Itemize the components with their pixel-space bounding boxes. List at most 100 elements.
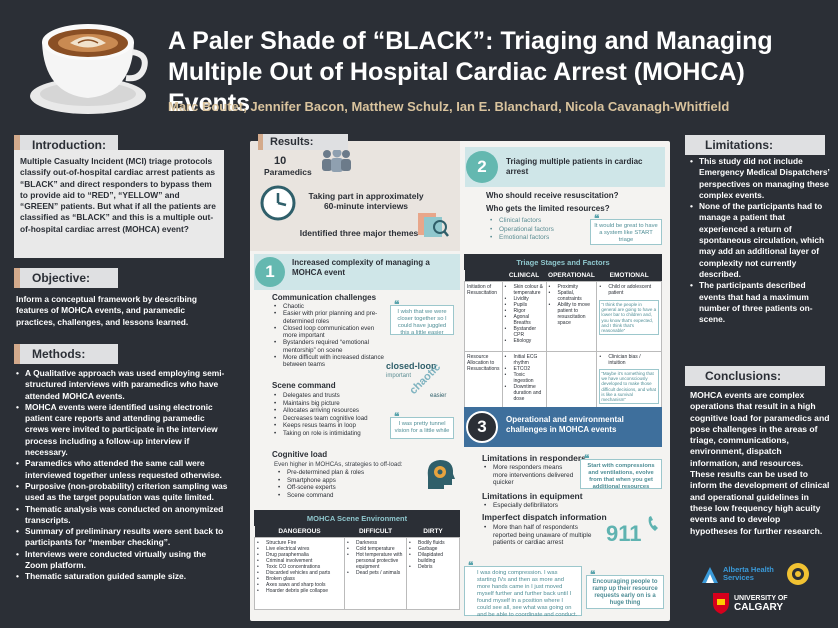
- environment-item: Discarded vehicles and parts: [257, 570, 342, 576]
- environment-item: Hoarder debris pile collapse: [257, 588, 342, 594]
- communication-heading: Communication challenges: [272, 293, 377, 302]
- limitations-list: This study did not include Emergency Med…: [690, 156, 830, 325]
- triage-table: CLINICAL OPERATIONAL EMOTIONAL Initiatio…: [464, 270, 662, 412]
- triage-col-header: CLINICAL: [502, 270, 547, 282]
- scene-command-item: Maintains big picture: [274, 400, 389, 408]
- clock-icon: [260, 185, 296, 221]
- paramedics-count: 10: [274, 155, 287, 167]
- triage-table-title: Triage Stages and Factors: [464, 254, 662, 270]
- objective-text: Inform a conceptual framework by describ…: [16, 294, 198, 327]
- triage-item: Spatial, constraints: [549, 290, 595, 302]
- triage-row-label: Initiation of Resuscitation: [464, 281, 503, 352]
- quote-text: Start with compressions and ventilations…: [587, 463, 655, 490]
- communication-item: Closed loop communication even more impo…: [274, 325, 386, 340]
- cognitive-load-intro: Even higher in MOHCAs, strategies to off…: [274, 461, 403, 468]
- environment-col-header: DIFFICULT: [344, 526, 407, 538]
- triage-item: Bystander CPR: [505, 326, 544, 338]
- limitations-item: This study did not include Emergency Med…: [690, 156, 830, 201]
- ucalgary-logo: UNIVERSITY OF CALGARY: [712, 591, 822, 619]
- environment-item: Hot temperature with personal protective…: [347, 552, 404, 570]
- triage-factor: Emotional factors: [490, 234, 590, 243]
- equipment-item: Especially defibrillators: [484, 502, 604, 510]
- author-list: Marc Boutet, Jennifer Bacon, Matthew Sch…: [168, 99, 730, 114]
- environment-item: Broken glass: [257, 576, 342, 582]
- limitations-item: None of the participants had to manage a…: [690, 201, 830, 280]
- environment-item: Live electrical wires: [257, 546, 342, 552]
- quote-ramp-up: ❝Encouraging people to ramp up their res…: [586, 571, 664, 609]
- triage-cell: Child or adolescent patient “I think the…: [596, 281, 662, 352]
- environment-cell-dangerous: Structure Fire Live electrical wires Dru…: [254, 537, 345, 610]
- environment-table: DANGEROUS DIFFICULT DIRTY Structure Fire…: [254, 526, 460, 610]
- communication-item: More difficult with increased distance b…: [274, 354, 386, 369]
- scene-command-item: Allocates arriving resources: [274, 407, 389, 415]
- results-heading: Results:: [258, 134, 348, 150]
- rotary-seal-icon: [787, 563, 809, 585]
- section3-number: 3: [466, 411, 498, 443]
- quote-text: I wish that we were closer together so I…: [397, 309, 447, 336]
- triage-quote: “I think the people in general are going…: [599, 300, 659, 336]
- ahs-logo-text: Alberta Health: [723, 565, 774, 574]
- quote-text: It would be great to have a system like …: [594, 223, 658, 243]
- paramedics-label: Paramedics: [264, 167, 312, 177]
- environment-col-header: DIRTY: [406, 526, 460, 538]
- objective-heading: Objective:: [14, 268, 118, 288]
- methods-item: Thematic saturation guided sample size.: [16, 571, 228, 583]
- methods-list: A Qualitative approach was used employin…: [16, 368, 228, 583]
- head-gears-icon: [427, 460, 455, 489]
- interviews-text: Taking part in approximately 60-minute i…: [308, 191, 424, 211]
- cognitive-load-heading: Cognitive load: [272, 450, 328, 459]
- environment-item: Toxic CO concentrations: [257, 564, 342, 570]
- triage-cell: Skin colour & temperature Lividity Pupil…: [501, 281, 547, 352]
- triage-factor: Clinical factors: [490, 217, 590, 226]
- triage-cell: Initial ECG rhythm ETCO2 Toxic ingestion…: [501, 351, 547, 412]
- triage-item: Etiology: [505, 338, 544, 344]
- limitations-heading: Limitations:: [685, 135, 825, 155]
- section2-title: Triaging multiple patients in cardiac ar…: [506, 157, 643, 176]
- cloud-word: easier: [430, 393, 447, 399]
- quote-compressions: ❝Start with compressions and ventilation…: [580, 455, 662, 490]
- responders-list: More responders means more interventions…: [484, 464, 574, 487]
- cognitive-load-item: Off-scene experts: [278, 484, 398, 492]
- environment-item: Cold temperature: [347, 546, 404, 552]
- triage-item: Initial ECG rhythm: [505, 354, 544, 366]
- triage-cell: [545, 351, 598, 412]
- methods-item: Paramedics who attended the same call we…: [16, 458, 228, 481]
- introduction-text: Multiple Casualty Incident (MCI) triage …: [20, 156, 216, 234]
- environment-col-header: DANGEROUS: [254, 526, 345, 538]
- equipment-heading: Limitations in equipment: [482, 491, 583, 501]
- methods-item: Thematic analysis was conducted on anony…: [16, 504, 228, 527]
- cognitive-load-item: Scene command: [278, 492, 398, 500]
- ahs-logo-text: Services: [723, 573, 754, 582]
- quote-doing-compression: ❝I was doing compression. I was starting…: [464, 562, 582, 618]
- triage-item: Ability to move patient to resuscitation…: [549, 302, 595, 326]
- quote-tunnel-vision: ❝I was pretty tunnel vision for a little…: [390, 413, 454, 439]
- scene-command-item: Decreases team cognitive load: [274, 415, 389, 423]
- people-icon: [322, 148, 351, 172]
- section3-title: Operational and environmental challenges…: [506, 415, 624, 434]
- quote-text: Encouraging people to ramp up their reso…: [592, 579, 658, 606]
- environment-item: Dead pets / animals: [347, 570, 404, 576]
- communication-list: Chaotic Easier with prior planning and p…: [274, 303, 386, 369]
- cognitive-load-item: Pre-determined plan & roles: [278, 469, 398, 477]
- ahs-mark-icon: [702, 567, 718, 583]
- cloud-word: important: [386, 373, 412, 379]
- triage-item: Skin colour & temperature: [505, 284, 544, 296]
- environment-table-title: MOHCA Scene Environment: [254, 510, 460, 526]
- poster-title: A Paler Shade of “BLACK”: Triaging and M…: [168, 27, 773, 117]
- equipment-list: Especially defibrillators: [484, 502, 604, 510]
- dispatch-list: More than half of respondents reported b…: [484, 524, 600, 547]
- environment-item: Axes saws and sharp tools: [257, 582, 342, 588]
- section2-question1: Who should receive resuscitation?: [486, 191, 619, 200]
- triage-quote: “Maybe it’s something that we have uncon…: [599, 369, 659, 405]
- section1-number: 1: [255, 257, 285, 287]
- environment-item: Criminal involvement: [257, 558, 342, 564]
- section1-header-band: [254, 254, 460, 290]
- environment-item: Drug paraphernalia: [257, 552, 342, 558]
- environment-item: Darkness: [347, 540, 404, 546]
- ucalgary-crest-icon: [713, 593, 729, 614]
- methods-item: MOHCA events were identified using elect…: [16, 402, 228, 458]
- triage-item: Proximity: [549, 284, 595, 290]
- ucalgary-logo-text: UNIVERSITY OF: [734, 595, 788, 602]
- triage-item: Child or adolescent patient: [599, 284, 659, 296]
- communication-item: Easier with prior planning and pre-deter…: [274, 310, 386, 325]
